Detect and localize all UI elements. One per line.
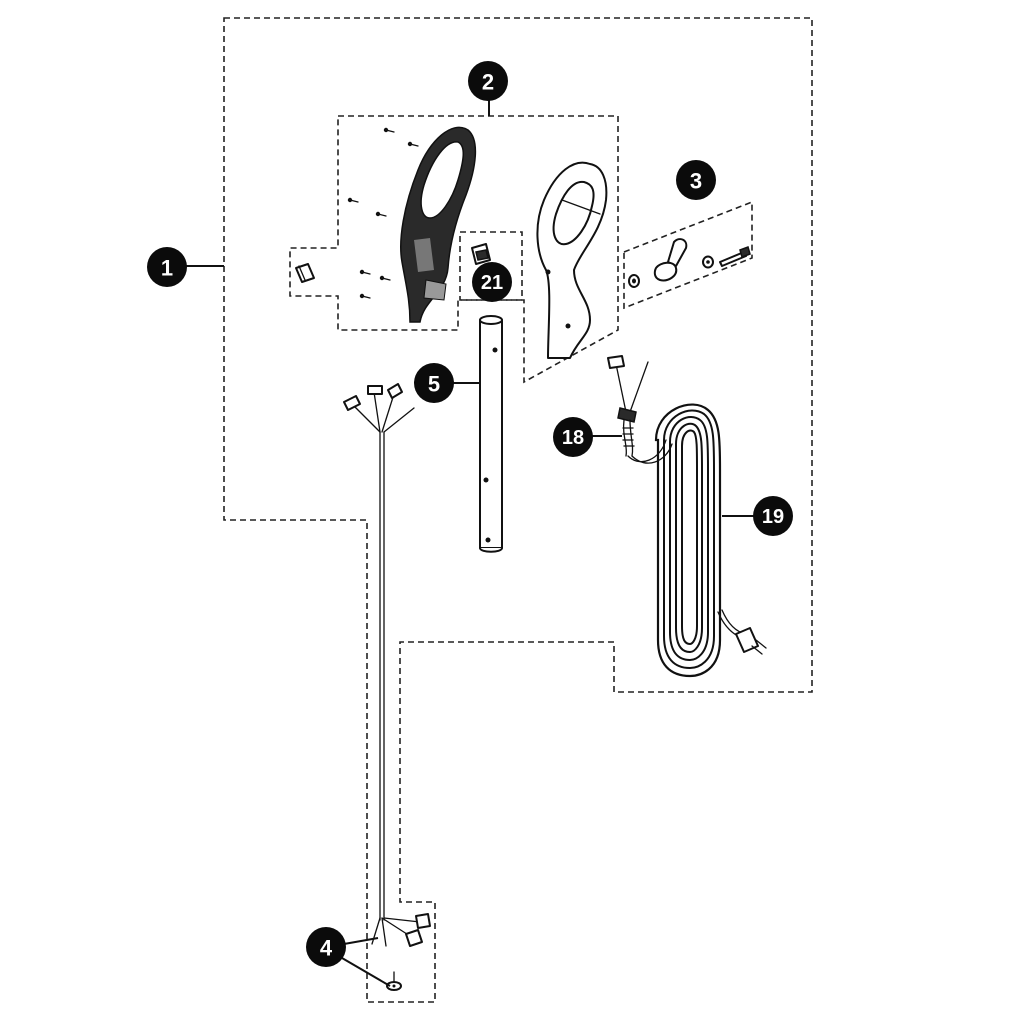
svg-text:1: 1 [161,256,173,281]
svg-text:3: 3 [690,169,702,194]
leader-lines [186,100,756,987]
group-3-boundary [623,200,753,310]
handle-right-half [536,161,608,359]
cord-strain-relief-part-18 [607,355,649,457]
callout-4: 4 [306,927,346,967]
svg-text:21: 21 [481,272,503,294]
callout-2: 2 [468,61,508,101]
svg-text:2: 2 [482,70,494,95]
power-cord-part-19 [627,403,767,678]
svg-text:4: 4 [320,936,333,961]
group-21-boundary [459,231,523,301]
group-1-boundary [223,17,813,1003]
callout-19: 19 [753,496,793,536]
wire-harness-part-4 [343,383,431,991]
svg-text:5: 5 [428,372,440,397]
callout-1: 1 [147,247,187,287]
callout-21: 21 [472,262,512,302]
tube-part-5 [479,315,503,553]
handle-bolt [295,263,315,283]
callout-5: 5 [414,363,454,403]
handle-screws [347,127,419,299]
callout-3: 3 [676,160,716,200]
callout-18: 18 [553,417,593,457]
group-2-boundary [289,115,619,384]
handle-left-half [400,126,477,323]
svg-text:18: 18 [562,427,584,449]
switch-part-21 [471,243,491,271]
svg-text:19: 19 [762,506,784,528]
latch-hardware-part-3 [628,238,751,288]
